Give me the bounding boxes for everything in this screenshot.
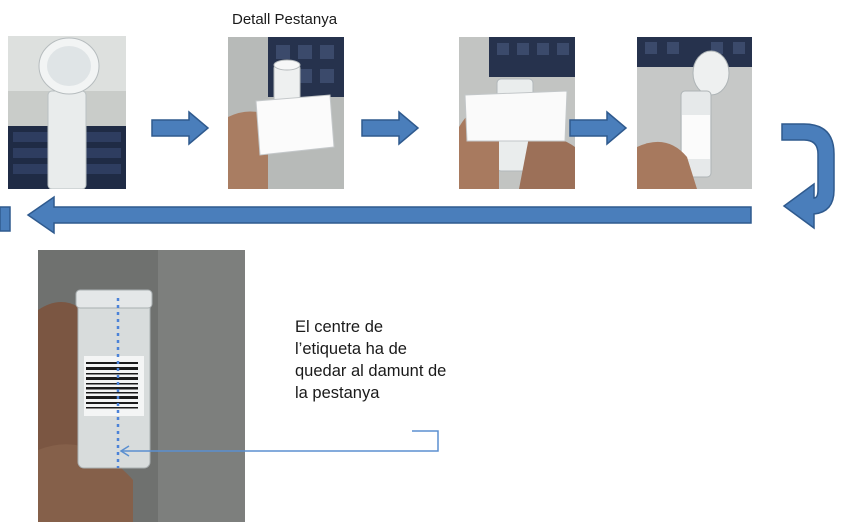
note-line: l’etiqueta ha de (295, 340, 407, 358)
arrow-right-icon (569, 110, 628, 146)
photo-label-detail (228, 37, 344, 189)
arrow-left-icon (0, 195, 752, 235)
arrow-right-icon (361, 110, 420, 146)
photo-barcode-tube (38, 250, 245, 522)
note-line: quedar al damunt de (295, 362, 447, 380)
note-line: la pestanya (295, 384, 380, 402)
arrow-right-icon (151, 110, 210, 146)
photo-open-tube (8, 36, 126, 189)
note-line: El centre de (295, 318, 384, 336)
photo-label-applied (459, 37, 575, 189)
photo-caption: Detall Pestanya (232, 11, 338, 28)
u-turn-arrow-icon (781, 123, 835, 230)
instruction-note: El centre de l’etiqueta ha de quedar al … (295, 316, 525, 404)
photo-tube-labelled (637, 37, 752, 189)
